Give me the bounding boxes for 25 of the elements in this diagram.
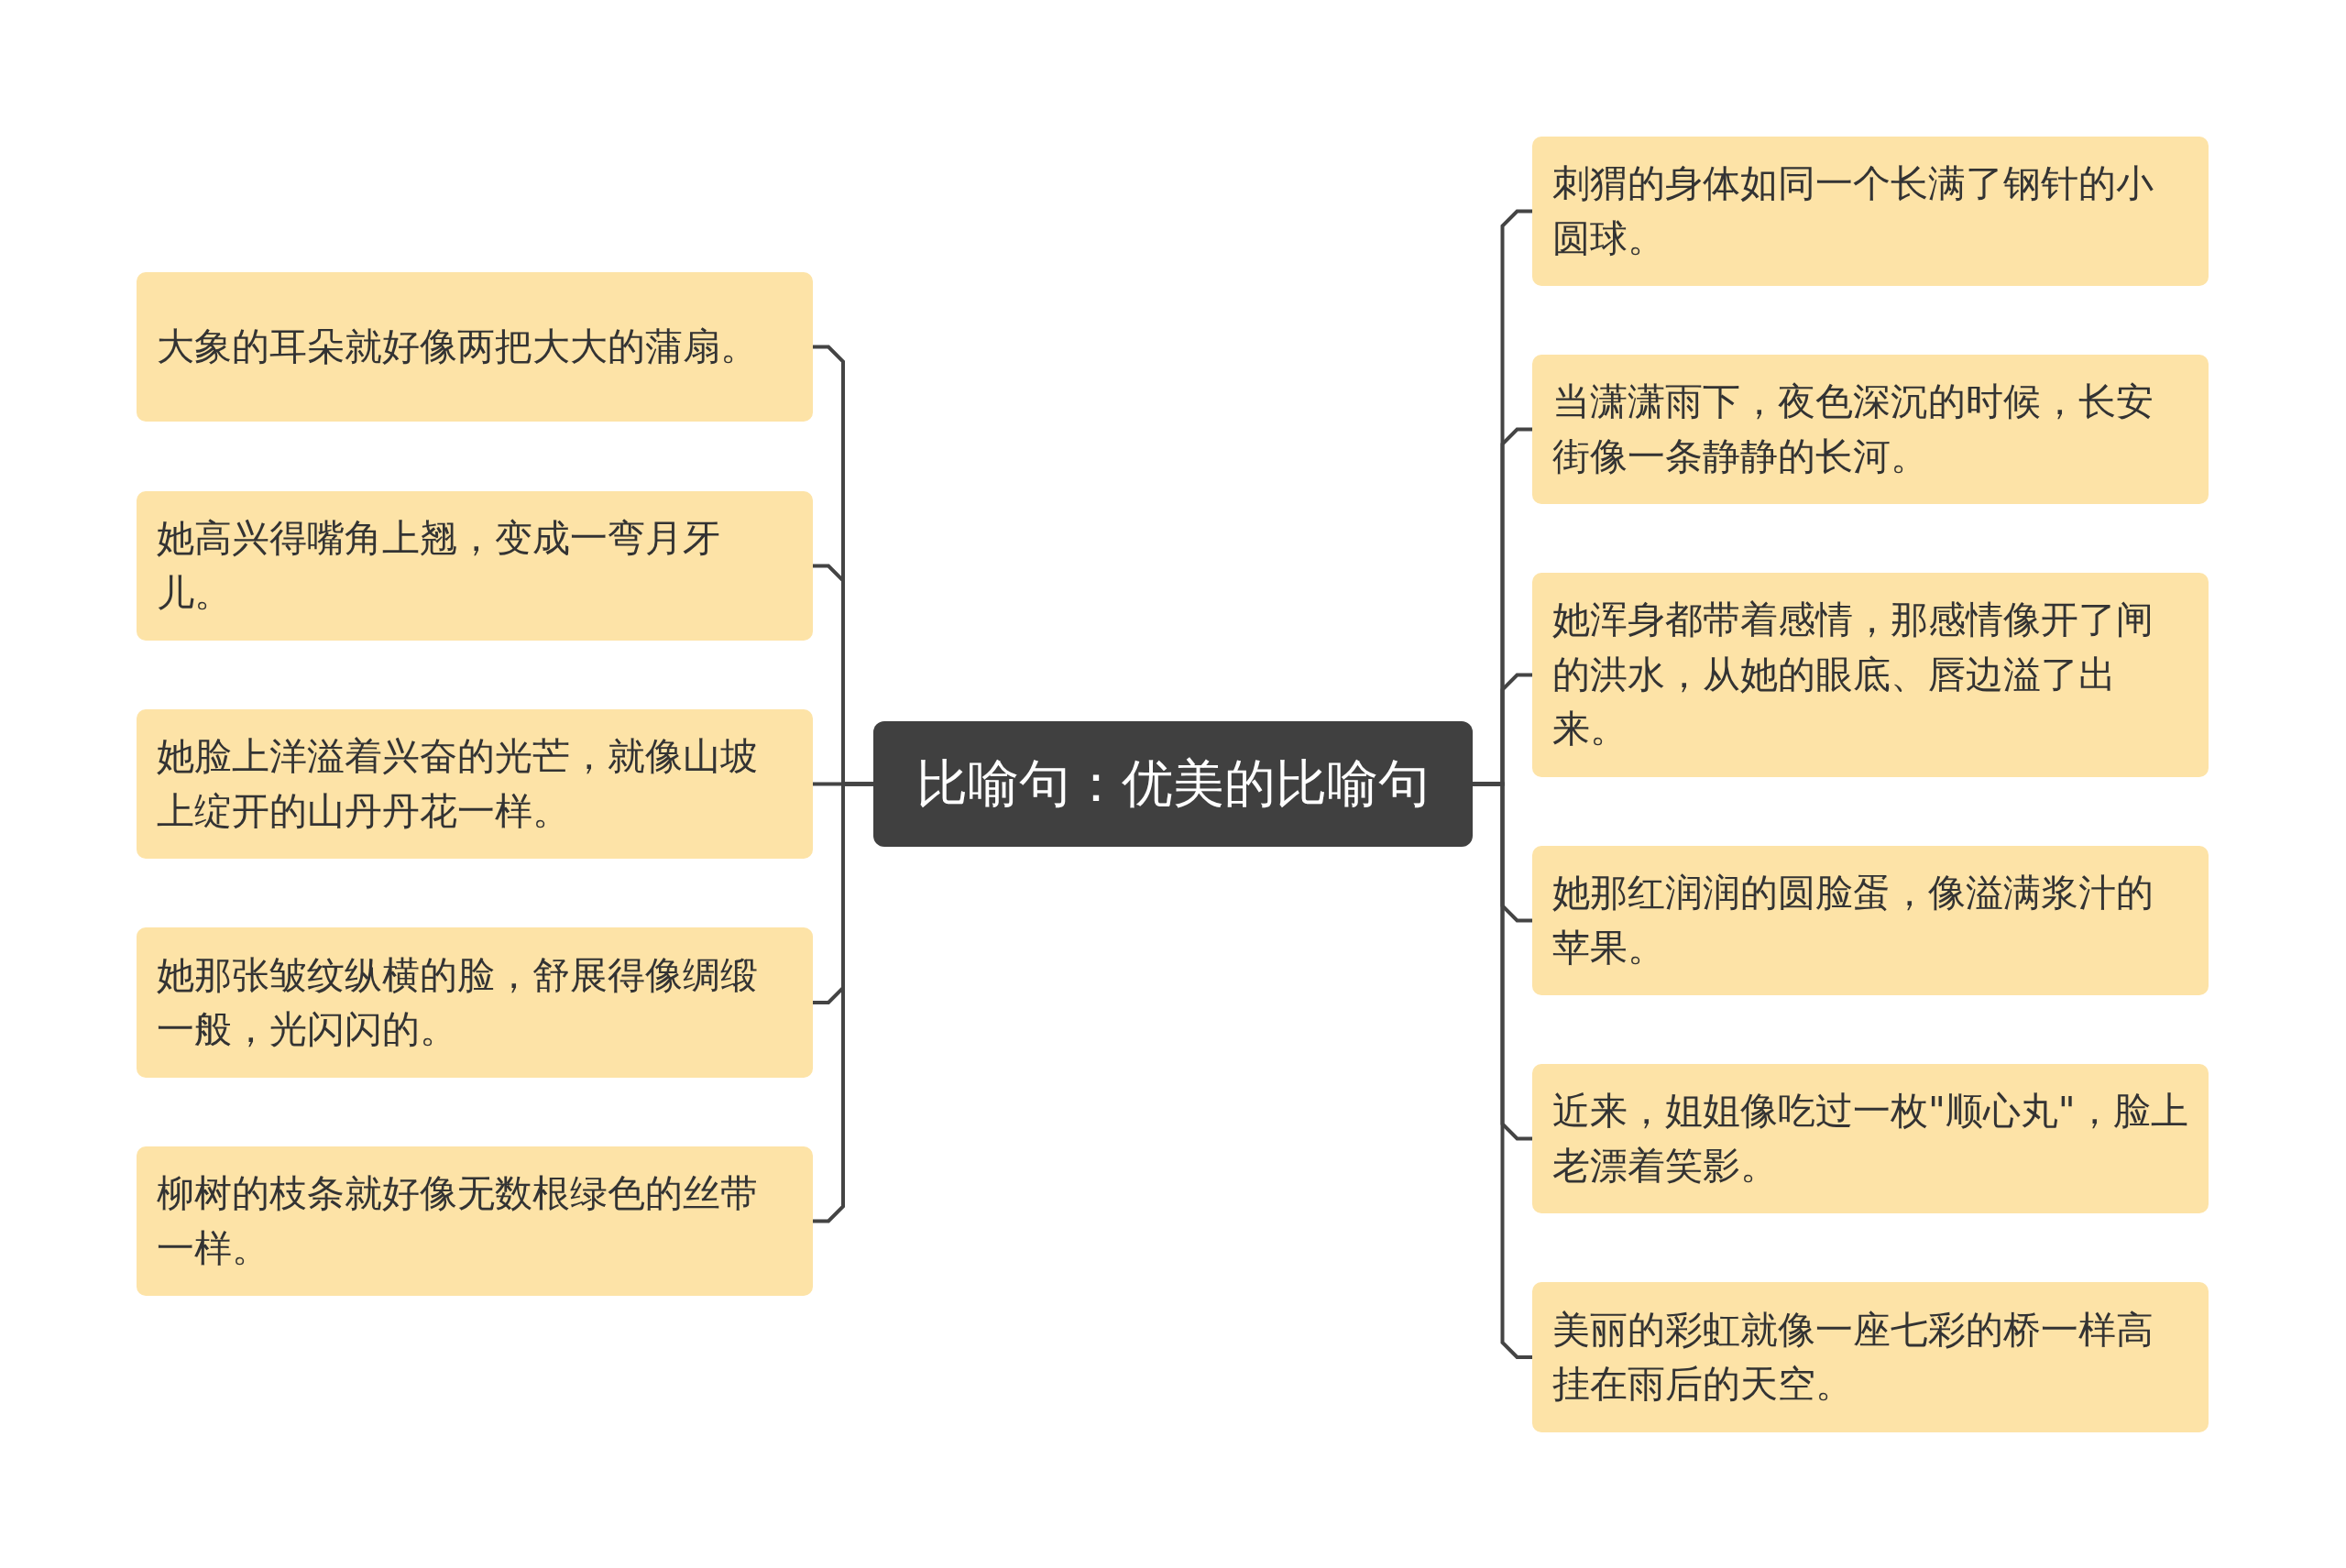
topic-text: 她浑身都带着感情，那感情像开了闸的洪水，从她的眼底、唇边溢了出来。 [1552,597,2154,753]
topic-text: 她那红润润的圆脸蛋，像溢满浆汁的苹果。 [1552,870,2154,971]
topic-text: 比喻句：优美的比喻句 [916,751,1430,815]
topic-text: 美丽的彩虹就像一座七彩的桥一样高挂在雨后的天空。 [1552,1306,2154,1408]
topic-text: 她高兴得嘴角上翘，变成一弯月牙儿。 [157,515,721,617]
topic-box [137,927,813,1078]
topic-text: 大象的耳朵就好像两把大大的蒲扇。 [157,323,758,370]
topic-text: 她脸上洋溢着兴奋的光芒，就像山坡上绽开的山丹丹花一样。 [157,733,759,835]
topic-text: 柳树的枝条就好像无数根绿色的丝带一样。 [157,1170,759,1272]
topic-box [1532,137,2209,286]
topic-text: 近来，姐姐像吃过一枚"顺心丸"，脸上老漂着笑影。 [1552,1088,2188,1190]
topic-box [1532,1282,2209,1432]
connector-line [813,782,873,1223]
topic-box [137,709,813,859]
topic-text: 刺猬的身体如同一个长满了钢针的小圆球。 [1552,160,2154,262]
topic-box [1532,1064,2209,1213]
topic-box [1532,846,2209,995]
topic-text: 她那张皱纹纵横的脸，舒展得像绸缎一般，光闪闪的。 [157,951,759,1053]
topic-box [1532,573,2209,777]
topic-box [137,272,813,422]
topic-box [1532,355,2209,504]
central-topic-box [873,721,1473,847]
topic-text: 当潇潇雨下，夜色深沉的时候，长安街像一条静静的长河。 [1552,378,2154,480]
topic-box [137,1146,813,1296]
topic-box [137,491,813,641]
